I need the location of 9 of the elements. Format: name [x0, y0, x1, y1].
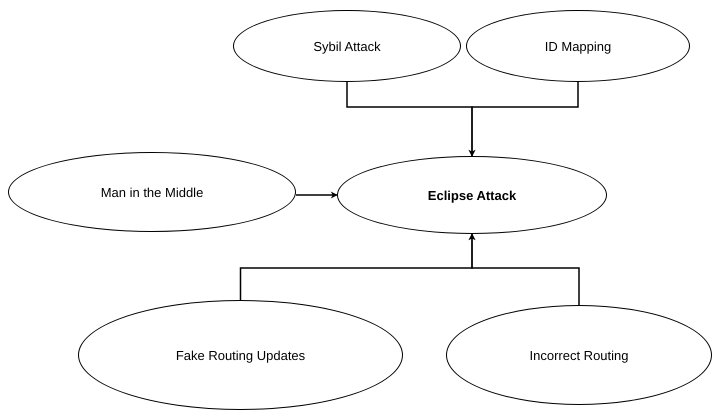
arrow: [468, 82, 579, 157]
arrow: [296, 192, 338, 198]
node-label: Sybil Attack: [313, 38, 381, 54]
node-label: Eclipse Attack: [428, 188, 516, 202]
node-label: ID Mapping: [544, 38, 612, 54]
node-label: Incorrect Routing: [530, 348, 628, 362]
arrow: [468, 233, 580, 305]
node-label: Man in the Middle: [100, 184, 204, 200]
node-label: Fake Routing Updates: [176, 348, 306, 362]
